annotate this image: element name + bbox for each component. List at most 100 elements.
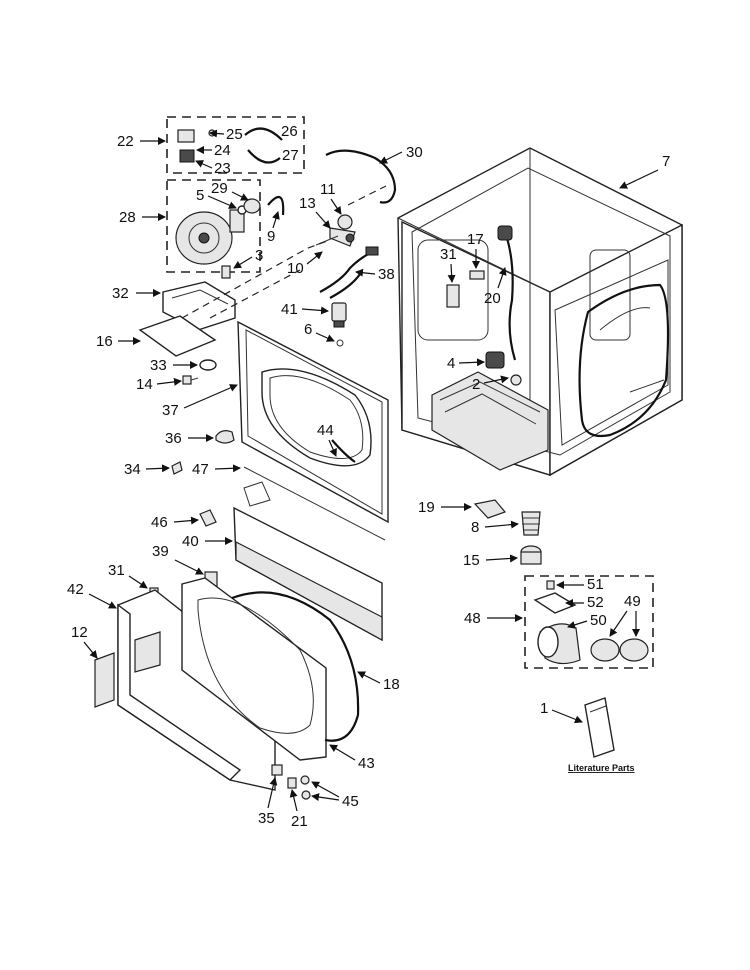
callout-14: 14 bbox=[136, 376, 153, 393]
callout-6: 6 bbox=[304, 321, 312, 338]
bulkhead-seal bbox=[243, 466, 386, 541]
leader-42 bbox=[88, 593, 117, 609]
callout-26: 26 bbox=[281, 123, 298, 140]
callout-36: 36 bbox=[165, 430, 182, 447]
toe-panel-clip bbox=[199, 509, 217, 527]
leader-38 bbox=[355, 268, 376, 277]
callout-18: 18 bbox=[383, 676, 400, 693]
callout-31-upper: 31 bbox=[440, 246, 457, 263]
leg-bracket bbox=[473, 499, 507, 519]
idler-assembly bbox=[315, 214, 356, 247]
leader-47 bbox=[214, 464, 241, 473]
callout-28: 28 bbox=[119, 209, 136, 226]
leader-37 bbox=[183, 384, 238, 409]
leader-44 bbox=[328, 439, 337, 457]
leader-39 bbox=[174, 559, 204, 575]
leader-50 bbox=[567, 620, 588, 629]
callout-50: 50 bbox=[590, 612, 607, 629]
leader-25 bbox=[209, 129, 225, 138]
callout-20: 20 bbox=[484, 290, 501, 307]
callout-34: 34 bbox=[124, 461, 141, 478]
callout-35: 35 bbox=[258, 810, 275, 827]
callout-7: 7 bbox=[662, 153, 670, 170]
callout-43: 43 bbox=[358, 755, 375, 772]
callout-37: 37 bbox=[162, 402, 179, 419]
leader-34 bbox=[145, 464, 170, 473]
callout-45: 45 bbox=[342, 793, 359, 810]
callout-5: 5 bbox=[196, 187, 204, 204]
leader-35 bbox=[267, 777, 278, 809]
leader-46 bbox=[173, 516, 199, 525]
callout-40: 40 bbox=[182, 533, 199, 550]
callout-11: 11 bbox=[320, 181, 336, 198]
callout-38: 38 bbox=[378, 266, 395, 283]
callout-21: 21 bbox=[291, 813, 308, 830]
callout-15: 15 bbox=[463, 552, 480, 569]
leader-8 bbox=[484, 520, 519, 529]
callout-48: 48 bbox=[464, 610, 481, 627]
cabinet bbox=[397, 147, 683, 477]
callout-31-lower: 31 bbox=[108, 562, 125, 579]
callout-44: 44 bbox=[317, 422, 334, 439]
leader-12 bbox=[83, 641, 98, 659]
callout-8: 8 bbox=[471, 519, 479, 536]
front-glide bbox=[215, 430, 235, 444]
door-gasket bbox=[231, 591, 360, 742]
door-switch bbox=[331, 302, 347, 347]
callout-2: 2 bbox=[472, 376, 480, 393]
motor-group bbox=[166, 179, 261, 273]
callout-47: 47 bbox=[192, 461, 209, 478]
callout-labels: 22 25 26 24 23 27 30 7 5 29 11 28 13 bbox=[67, 123, 670, 830]
callout-22: 22 bbox=[117, 133, 134, 150]
wiring-label-card bbox=[138, 315, 217, 357]
callout-3: 3 bbox=[255, 247, 263, 264]
leader-41 bbox=[301, 306, 329, 315]
inner-harness bbox=[446, 225, 522, 386]
door-strike bbox=[271, 764, 311, 800]
callout-33: 33 bbox=[150, 357, 167, 374]
front-bulkhead bbox=[237, 320, 389, 524]
toe-panel bbox=[233, 481, 383, 642]
callout-17: 17 bbox=[467, 231, 484, 248]
callout-27: 27 bbox=[282, 147, 299, 164]
leader-30 bbox=[379, 151, 403, 164]
callout-24: 24 bbox=[214, 142, 231, 159]
door-outer-panel bbox=[117, 589, 276, 791]
door-inner-panel bbox=[181, 577, 327, 761]
callout-41: 41 bbox=[281, 301, 298, 318]
callout-16: 16 bbox=[96, 333, 113, 350]
callout-32: 32 bbox=[112, 285, 129, 302]
guide-line-base bbox=[209, 269, 301, 319]
motor-harness bbox=[319, 246, 379, 299]
front-panel-seal bbox=[578, 283, 670, 438]
callout-4: 4 bbox=[447, 355, 455, 372]
leader-10 bbox=[306, 251, 323, 265]
literature-booklet bbox=[584, 697, 615, 758]
leader-2 bbox=[483, 375, 509, 384]
leader-9 bbox=[272, 211, 280, 229]
callout-1: 1 bbox=[540, 700, 548, 717]
door-handle bbox=[94, 652, 115, 708]
drive-belt bbox=[325, 149, 397, 204]
callout-51: 51 bbox=[587, 576, 604, 593]
leader-1 bbox=[551, 709, 583, 724]
callout-46: 46 bbox=[151, 514, 168, 531]
callout-12: 12 bbox=[71, 624, 88, 641]
leader-11 bbox=[330, 198, 342, 215]
callout-29: 29 bbox=[211, 180, 228, 197]
leader-31-upper bbox=[447, 263, 456, 283]
washer bbox=[199, 359, 217, 371]
leader-21 bbox=[289, 789, 298, 812]
callout-10: 10 bbox=[287, 260, 304, 277]
callout-52: 52 bbox=[587, 594, 604, 611]
leader-49 bbox=[609, 610, 628, 637]
leader-4 bbox=[458, 358, 485, 367]
leader-43 bbox=[329, 744, 356, 761]
callout-19: 19 bbox=[418, 499, 435, 516]
leader-45 bbox=[311, 793, 340, 801]
leader-20 bbox=[497, 267, 507, 289]
leader-7 bbox=[619, 169, 659, 189]
leader-15 bbox=[485, 554, 518, 563]
leader-18 bbox=[357, 671, 381, 684]
